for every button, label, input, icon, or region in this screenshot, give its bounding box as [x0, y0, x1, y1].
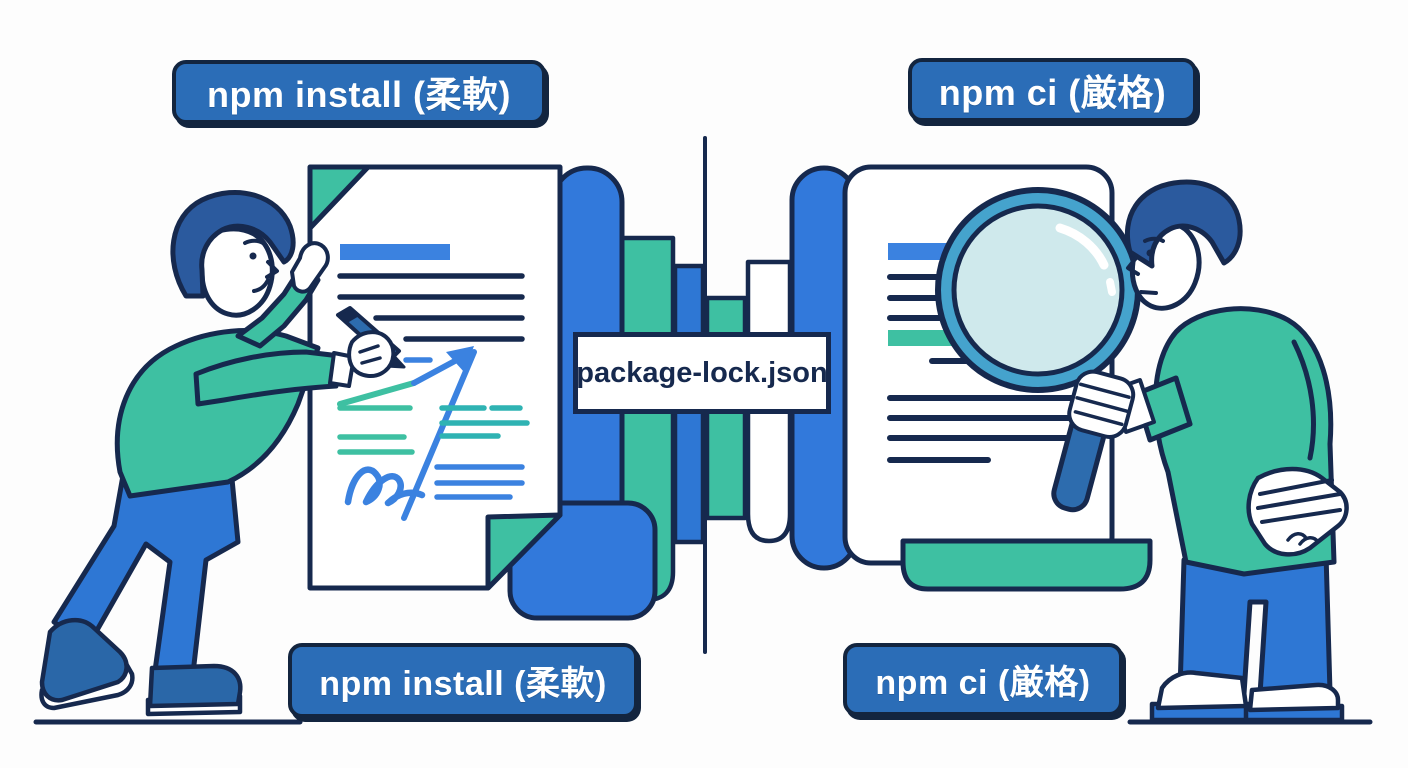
label-bottom-left: npm install (柔軟) — [288, 643, 638, 718]
lens-highlight — [1055, 223, 1109, 270]
magnifier-lens — [951, 203, 1125, 377]
left-person-finger-lines — [358, 344, 382, 365]
left-person-pen-arm — [193, 349, 343, 407]
left-person-pants — [51, 455, 241, 685]
left-doc-fold-top — [307, 164, 371, 231]
left-doc-text-lines — [337, 273, 525, 342]
right-person-right-shoe — [1247, 682, 1341, 713]
left-document — [307, 164, 658, 621]
sketch-arrow-head — [446, 346, 474, 372]
left-person-hair — [170, 190, 296, 299]
left-person-eyebrow — [243, 238, 265, 245]
label-top-left: npm install (柔軟) — [172, 60, 546, 124]
right-doc-text-lines-bottom — [887, 395, 1083, 463]
pen-cap — [336, 306, 360, 324]
left-person-writing-hand — [347, 330, 396, 378]
left-doc-content — [337, 244, 530, 521]
label-top-right: npm ci (厳格) — [908, 58, 1197, 122]
right-person-wrist-lines — [1256, 478, 1342, 524]
signature-squiggle — [344, 466, 426, 507]
left-doc-heading-bar — [340, 244, 450, 260]
right-person-hair — [1124, 179, 1243, 269]
left-person-nose — [265, 260, 279, 279]
left-person-back-shoe — [39, 618, 129, 703]
right-person-finger-bumps — [1286, 532, 1320, 546]
sketch-teal-segment — [337, 380, 417, 407]
magnifier-icon — [935, 187, 1141, 513]
right-person — [1067, 179, 1349, 723]
left-doc-fold-bottom — [485, 512, 563, 591]
left-person-raised-hand — [290, 241, 330, 294]
label-bottom-right: npm ci (厳格) — [843, 643, 1123, 716]
left-person-face — [197, 226, 275, 318]
label-package-lock-json: package-lock.json — [573, 332, 831, 414]
right-person-arm-crease — [1291, 339, 1316, 461]
right-person-mouth — [1139, 290, 1158, 295]
right-person-eyebrow — [1143, 236, 1165, 243]
left-person-smile — [252, 278, 270, 293]
left-doc-blue-lines — [434, 464, 525, 500]
right-person-eye — [1146, 249, 1154, 257]
right-doc-curl — [900, 538, 1153, 592]
left-doc-teal-lines — [337, 405, 415, 455]
right-person-left-shoe — [1155, 670, 1249, 711]
left-person — [39, 190, 406, 717]
lens-highlight-dot — [1106, 278, 1116, 296]
left-doc-cyan-lines — [439, 405, 530, 439]
right-person-nose — [1126, 256, 1140, 276]
right-person-grip-fingers — [1073, 382, 1131, 427]
left-person-front-shoe — [147, 663, 243, 709]
left-person-eye — [249, 252, 257, 260]
